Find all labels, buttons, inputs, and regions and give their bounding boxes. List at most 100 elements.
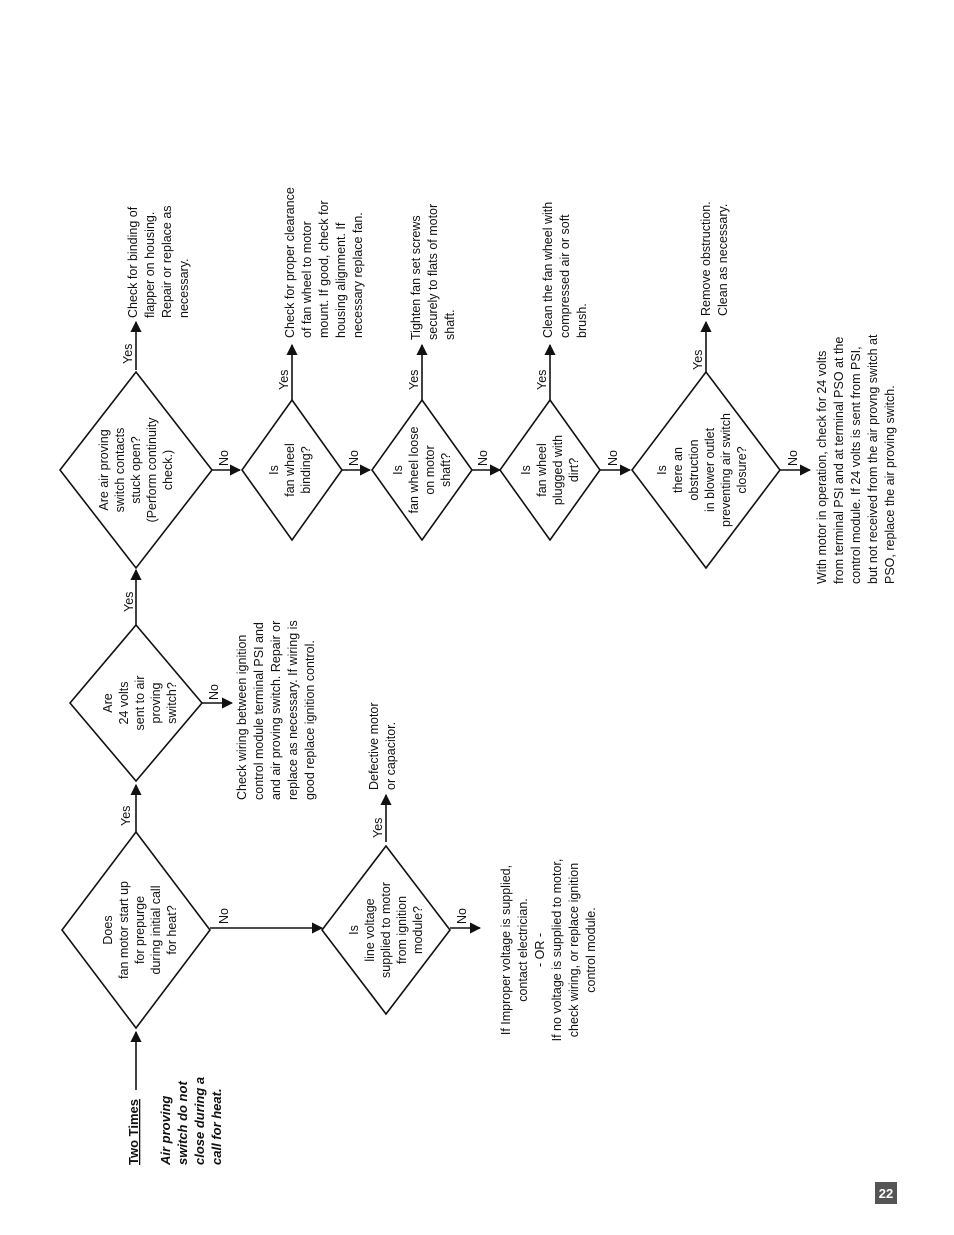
action-clean: Clean the fan wheel with compressed air …	[541, 202, 589, 338]
no-label: No	[786, 450, 800, 466]
yes-label: Yes	[119, 806, 133, 826]
action-voltage-line-6: control module.	[584, 907, 598, 992]
action-clearance-line-1: Check for proper clearance	[283, 187, 297, 338]
action-flapper-line-4: necessary.	[177, 258, 191, 318]
action-tighten: Tighten fan set screws securely to flats…	[409, 204, 457, 340]
action-wiring-line-2: control module terminal PSI and	[252, 622, 266, 800]
d2-line-2: 24 volts	[117, 681, 131, 724]
no-label: No	[217, 450, 231, 466]
action-clearance-line-4: housing alignment. If	[334, 222, 348, 338]
action-final-line-4: but not received from the air provng swi…	[866, 334, 880, 584]
action-flapper: Check for binding of flapper on housing.…	[126, 205, 191, 318]
branch-labels: Yes Yes Yes Yes Yes Yes Yes Yes No No No…	[119, 344, 800, 924]
d1-line-5: for heat?	[165, 905, 179, 954]
d8-line-1: Is	[347, 925, 361, 935]
action-voltage-line-1: If Improper voltage is supplied,	[499, 865, 513, 1035]
d1-line-2: fan motor start up	[117, 881, 131, 979]
action-clean-line-1: Clean the fan wheel with	[541, 202, 555, 338]
yes-label: Yes	[407, 370, 421, 390]
action-wiring-line-1: Check wiring between ignition	[235, 635, 249, 800]
no-label: No	[347, 450, 361, 466]
d7-line-6: closure?	[735, 446, 749, 493]
action-clearance-line-3: mount. If good, check for	[317, 200, 331, 338]
no-label: No	[455, 908, 469, 924]
d6-line-2: fan wheel	[535, 443, 549, 497]
action-wiring-line-4: replace as necessary. If wiring is	[286, 620, 300, 800]
action-clearance-line-2: of fan wheel to motor	[300, 221, 314, 338]
action-final-line-5: PSO, replace the air proving switch.	[883, 385, 897, 584]
decision-24-volts	[68, 623, 204, 783]
connectors	[130, 320, 812, 1090]
d7-line-1: Is	[655, 465, 669, 475]
d7-line-3: obstruction	[687, 439, 701, 500]
d1-line-3: for prepurge	[133, 896, 147, 964]
d4-line-3: binding?	[299, 446, 313, 493]
action-flapper-line-3: Repair or replace as	[160, 205, 174, 318]
d4-line-2: fan wheel	[283, 443, 297, 497]
d3-line-5: check.)	[161, 450, 175, 490]
action-remove-line-2: Clean as necessary.	[716, 204, 730, 316]
decision-shapes	[58, 370, 782, 1030]
action-final: With motor in operation, check for 24 vo…	[815, 334, 897, 584]
action-wiring-line-5: good replace ignition control.	[303, 640, 317, 800]
action-voltage-line-3: - OR -	[533, 933, 547, 967]
yes-label: Yes	[122, 592, 136, 612]
d1-line-4: during initial call	[149, 886, 163, 975]
action-final-line-2: from terminal PSI and at terminal PSO at…	[832, 337, 846, 584]
d5-line-1: Is	[391, 465, 405, 475]
subtitle-line-1: Air proving	[158, 1096, 173, 1166]
d3-line-4: (Perform continuity	[145, 417, 159, 523]
title-block: Two Times Air proving switch do not clos…	[126, 1077, 224, 1166]
yes-label: Yes	[371, 818, 385, 838]
yes-label: Yes	[121, 344, 135, 364]
d8-line-2: line voltage	[363, 898, 377, 961]
decision-line-voltage	[320, 844, 452, 1016]
d8-line-5: module?	[411, 906, 425, 954]
no-label: No	[606, 450, 620, 466]
title: Two Times	[126, 1099, 141, 1165]
subtitle-line-2: switch do not	[175, 1081, 190, 1165]
action-flapper-line-2: flapper on housing.	[143, 212, 157, 318]
d5-line-3: on motor	[423, 445, 437, 494]
decision-fan-plugged	[499, 398, 601, 542]
no-label: No	[217, 908, 231, 924]
action-wiring-line-3: and air proving switch. Repair or	[269, 621, 283, 800]
d6-line-4: dirt?	[567, 458, 581, 482]
action-remove: Remove obstruction. Clean as necessary.	[699, 201, 730, 316]
d2-line-1: Are	[101, 693, 115, 713]
action-voltage-line-5: check wiring, or replace ignition	[567, 863, 581, 1037]
page-number: 22	[875, 1182, 897, 1204]
action-voltage-line-2: contact electrician.	[516, 898, 530, 1002]
decision-fan-motor-start	[60, 830, 212, 1030]
action-tighten-line-3: shaft.	[443, 309, 457, 340]
d8-line-4: from ignition	[395, 896, 409, 964]
d7-line-4: in blower outlet	[703, 427, 717, 512]
decision-fan-loose	[371, 398, 473, 542]
action-tighten-line-2: securely to flats of motor	[426, 204, 440, 340]
d5-line-2: fan wheel loose	[407, 427, 421, 514]
action-flapper-line-1: Check for binding of	[126, 206, 140, 318]
decision-contacts-stuck	[58, 370, 214, 570]
action-tighten-line-1: Tighten fan set screws	[409, 215, 423, 340]
d6-line-3: plugged with	[551, 435, 565, 505]
action-clearance-line-5: necessary replace fan.	[351, 212, 365, 338]
action-voltage: If Improper voltage is supplied, contact…	[499, 859, 598, 1042]
action-motor-line-1: Defective motor	[367, 702, 381, 790]
action-clean-line-3: brush.	[575, 303, 589, 338]
action-wiring: Check wiring between ignition control mo…	[235, 620, 317, 800]
decision-fan-binding	[241, 398, 343, 542]
d6-line-1: Is	[519, 465, 533, 475]
d2-line-5: switch?	[165, 682, 179, 724]
d5-line-4: shaft?	[439, 453, 453, 487]
decision-text: Does fan motor start up for prepurge dur…	[97, 413, 749, 979]
decision-obstruction	[630, 370, 782, 570]
d2-line-4: proving	[149, 682, 163, 723]
action-clean-line-2: compressed air or soft	[558, 214, 572, 338]
d3-line-1: Are air proving	[97, 429, 111, 510]
d3-line-2: switch contacts	[113, 428, 127, 513]
subtitle-line-3: close during a	[192, 1077, 207, 1165]
action-final-line-3: control module. If 24 volts is sent from…	[849, 346, 863, 584]
d2-line-3: sent to air	[133, 676, 147, 731]
d7-line-5: preventing air switch	[719, 413, 733, 527]
